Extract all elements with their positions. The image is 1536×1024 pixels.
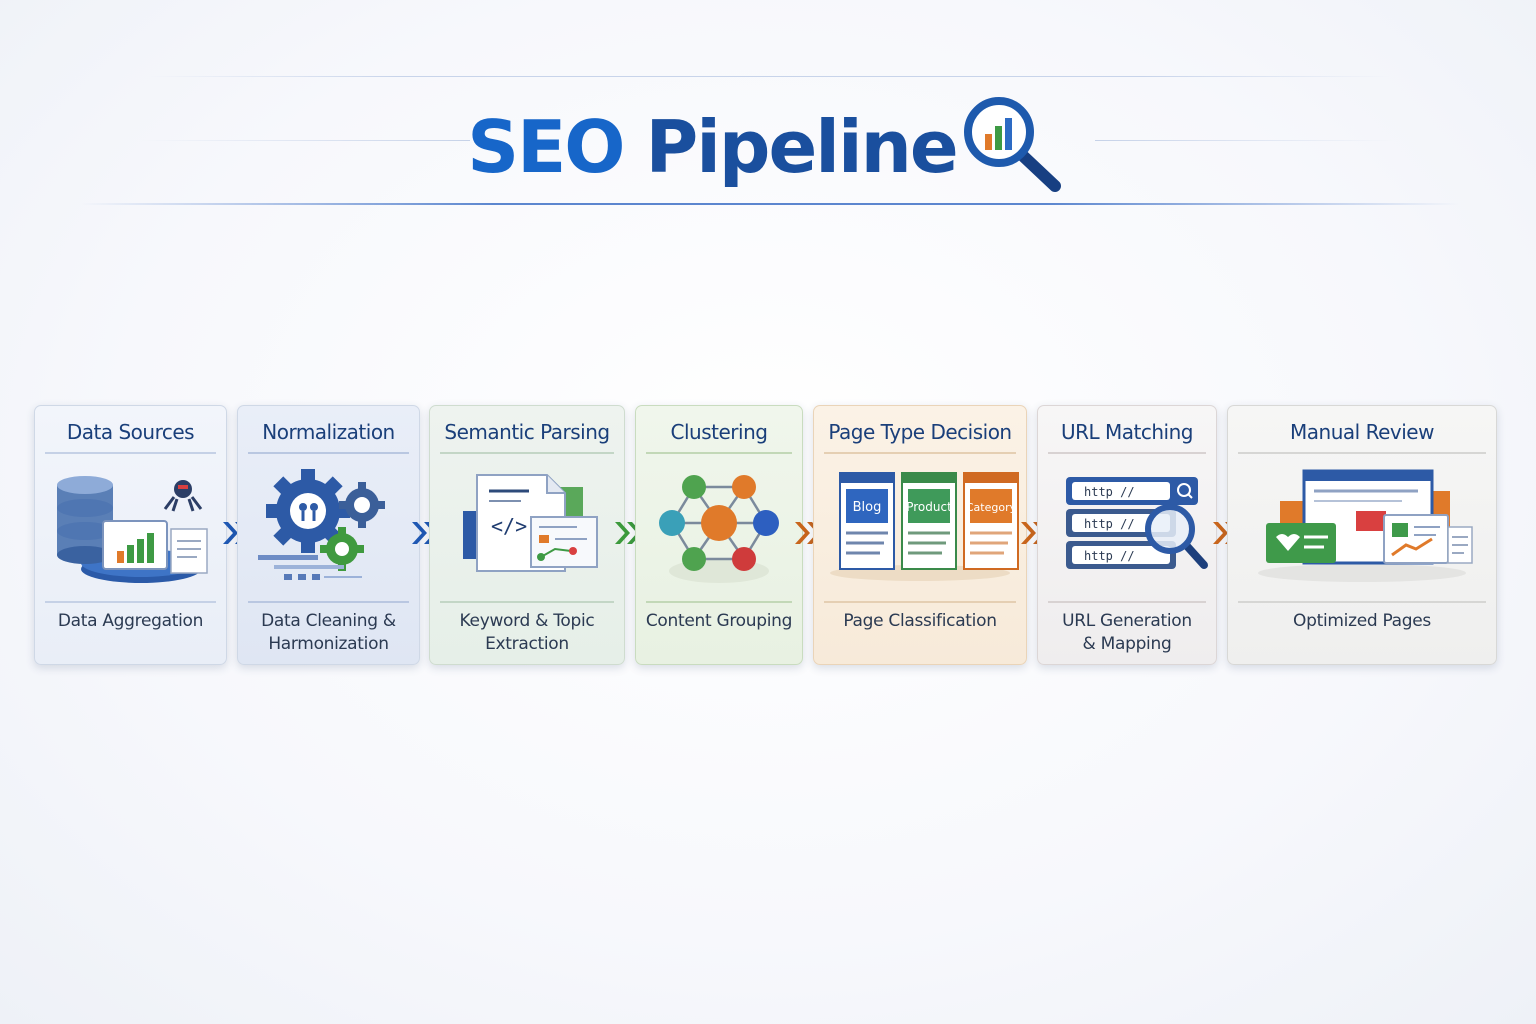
title-rule-bottom <box>80 203 1460 205</box>
title-rule-mid-right <box>1095 140 1395 141</box>
page-type-label: Product <box>906 500 952 514</box>
stage-divider-bottom <box>45 601 216 603</box>
stage-clustering: Clustering Content Grouping <box>635 405 803 665</box>
stage-title: Clustering <box>670 420 768 444</box>
stage-caption: Optimized Pages <box>1293 611 1431 631</box>
stage-divider-top <box>1238 452 1486 454</box>
title-word-1: SEO <box>467 105 625 189</box>
stage-divider-top <box>824 452 1016 454</box>
url-label: http // <box>1084 549 1135 563</box>
stage-title: Manual Review <box>1290 420 1434 444</box>
stage-divider-top <box>45 452 216 454</box>
stage-semantic-parsing: Semantic Parsing </> Keyword & Topic Ext… <box>429 405 625 665</box>
stage-divider-bottom <box>1048 601 1206 603</box>
stage-manual-review: Manual Review Optimized Pages <box>1227 405 1497 665</box>
stage-divider-top <box>440 452 614 454</box>
stage-caption: Data Cleaning & Harmonization <box>261 611 396 654</box>
stage-caption: Keyword & Topic Extraction <box>459 611 595 654</box>
stage-title: Semantic Parsing <box>444 420 610 444</box>
url-label: http // <box>1084 517 1135 531</box>
url-search-icon: http // http // http // <box>1066 477 1208 569</box>
optimized-pages-icon <box>1258 469 1473 582</box>
page-type-label: Blog <box>853 500 882 515</box>
gears-icon <box>257 469 385 580</box>
stage-caption: Content Grouping <box>645 611 793 631</box>
stage-title: URL Matching <box>1061 420 1194 444</box>
stage-title: Page Type Decision <box>828 420 1012 444</box>
stage-divider-bottom <box>646 601 792 603</box>
stage-url-matching: URL Matching http // http // http // <box>1037 405 1217 665</box>
stage-caption: URL Generation & Mapping <box>1062 611 1192 654</box>
title-word-2: Pipeline <box>645 105 958 189</box>
node-cluster-icon <box>659 475 779 583</box>
magnifier-chart-icon <box>963 97 1061 192</box>
title-rule-mid-left <box>140 140 470 141</box>
page-types-icon: Blog Product Category <box>830 472 1019 581</box>
stage-divider-bottom <box>1238 601 1486 603</box>
stage-divider-top <box>646 452 792 454</box>
stage-caption: Data Aggregation <box>57 611 204 631</box>
svg-text:</>: </> <box>491 514 527 538</box>
database-crawler-icon <box>56 476 208 583</box>
stage-data-sources: Data Sources Data A <box>34 405 227 665</box>
page-type-label: Category <box>966 501 1017 514</box>
stage-title: Normalization <box>262 420 395 444</box>
stage-title: Data Sources <box>66 420 195 444</box>
url-label: http // <box>1084 485 1135 499</box>
stage-divider-bottom <box>440 601 614 603</box>
stage-divider-bottom <box>248 601 409 603</box>
stage-caption: Page Classification <box>843 611 997 631</box>
stage-divider-top <box>1048 452 1206 454</box>
stage-page-type-decision: Page Type Decision <box>813 405 1027 665</box>
title-rule-top <box>150 76 1390 77</box>
stage-divider-bottom <box>824 601 1016 603</box>
stage-divider-top <box>248 452 409 454</box>
stage-normalization: Normalization <box>237 405 420 665</box>
code-document-icon: </> <box>463 474 598 572</box>
